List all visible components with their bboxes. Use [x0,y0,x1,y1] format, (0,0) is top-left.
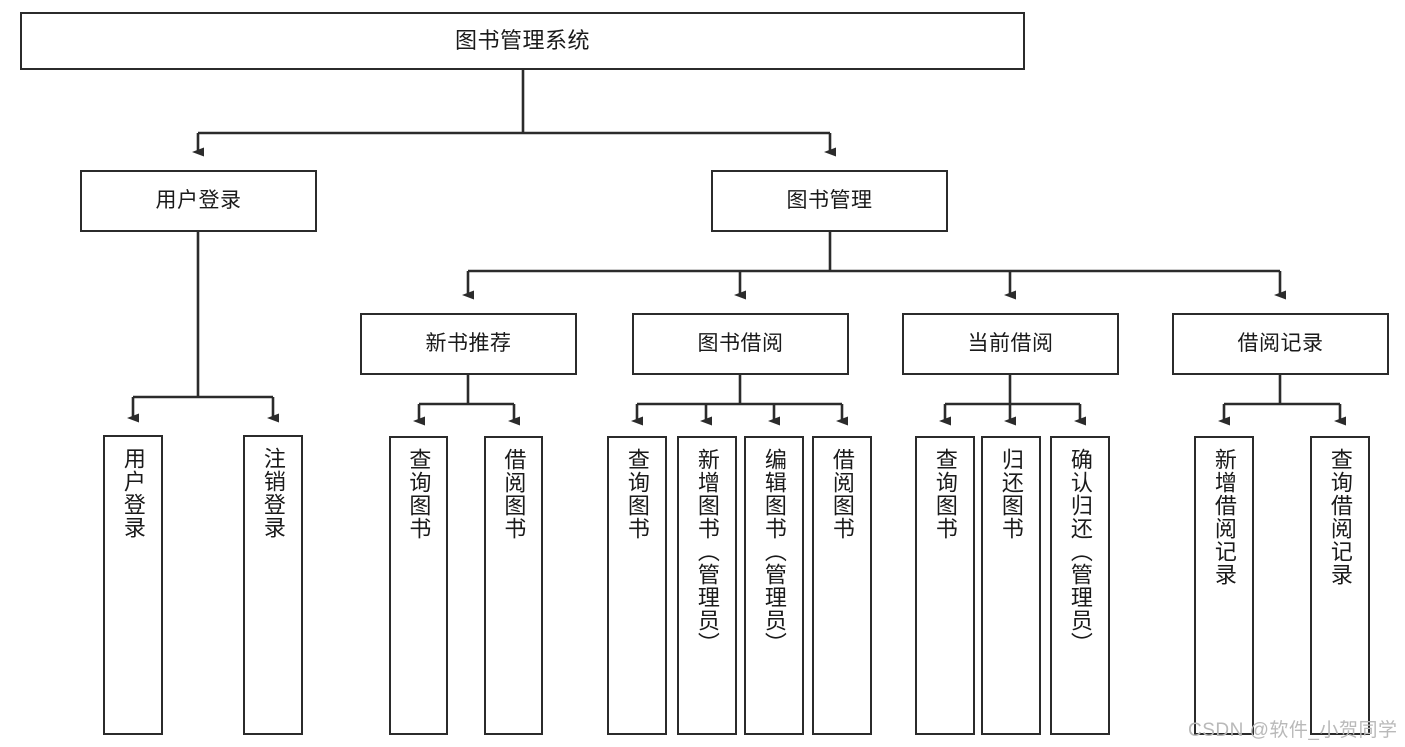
node-current-borrow[interactable]: 当前借阅 [902,313,1119,375]
node-leaf-borrow-book-2[interactable]: 借阅图书 [812,436,872,735]
node-label: 归还图书 [998,448,1024,540]
node-leaf-add-record[interactable]: 新增借阅记录 [1194,436,1254,735]
node-label: 用户登录 [120,447,146,539]
node-leaf-borrow-book-1[interactable]: 借阅图书 [484,436,543,735]
node-label: 借阅图书 [501,448,527,540]
node-label: 新增图书（管理员） [694,448,720,655]
node-label: 查询图书 [932,448,958,540]
node-label: 查询图书 [406,448,432,540]
node-new-book-recommend[interactable]: 新书推荐 [360,313,577,375]
node-leaf-query-book-3[interactable]: 查询图书 [915,436,975,735]
node-leaf-edit-book[interactable]: 编辑图书（管理员） [744,436,804,735]
node-label: 借阅记录 [1237,331,1324,355]
node-label: 注销登录 [260,447,286,539]
node-label: 确认归还（管理员） [1067,448,1093,655]
node-label: 图书管理系统 [454,28,590,54]
node-book-borrow[interactable]: 图书借阅 [632,313,849,375]
node-leaf-add-book[interactable]: 新增图书（管理员） [677,436,737,735]
node-label: 图书管理 [786,188,873,212]
node-root-book-management-system[interactable]: 图书管理系统 [20,12,1025,70]
node-book-manage[interactable]: 图书管理 [711,170,948,232]
node-user-login[interactable]: 用户登录 [80,170,317,232]
node-label: 借阅图书 [829,448,855,540]
node-leaf-query-record[interactable]: 查询借阅记录 [1310,436,1370,735]
node-label: 用户登录 [155,188,242,212]
node-leaf-query-book-1[interactable]: 查询图书 [389,436,448,735]
node-label: 编辑图书（管理员） [761,448,787,655]
node-label: 查询借阅记录 [1327,448,1353,586]
node-leaf-query-book-2[interactable]: 查询图书 [607,436,667,735]
csdn-watermark: CSDN @软件_小贺同学 [1188,720,1398,741]
node-borrow-record[interactable]: 借阅记录 [1172,313,1389,375]
node-leaf-confirm-return[interactable]: 确认归还（管理员） [1050,436,1110,735]
node-label: 当前借阅 [967,331,1054,355]
node-label: 图书借阅 [697,331,784,355]
node-leaf-user-login[interactable]: 用户登录 [103,435,163,735]
node-label: 查询图书 [624,448,650,540]
node-leaf-logout[interactable]: 注销登录 [243,435,303,735]
node-leaf-return-book[interactable]: 归还图书 [981,436,1041,735]
node-label: 新书推荐 [425,331,512,355]
node-label: 新增借阅记录 [1211,448,1237,586]
